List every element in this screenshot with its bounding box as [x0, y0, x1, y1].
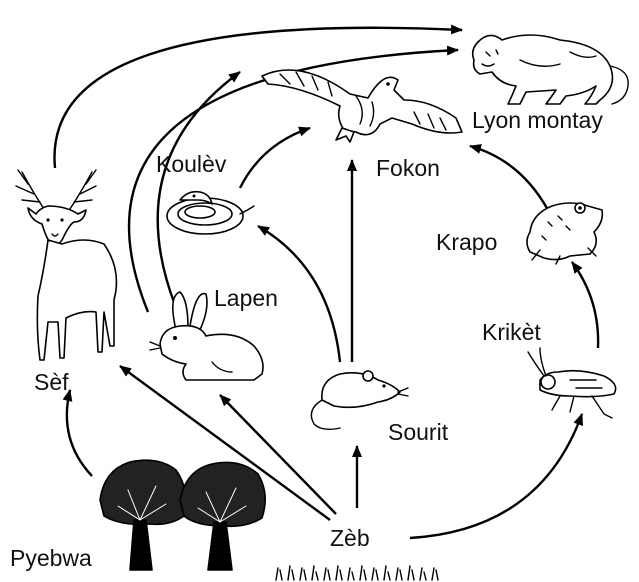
hawk-icon — [262, 70, 462, 142]
toad-icon — [527, 203, 602, 264]
label-koulev: Koulèv — [156, 151, 227, 177]
label-sef: Sèf — [34, 369, 69, 395]
label-fokon: Fokon — [376, 155, 440, 181]
grass-icon — [276, 566, 438, 580]
trees-icon — [100, 460, 265, 570]
label-pyebwa: Pyebwa — [10, 545, 92, 571]
arrow-lapen-to-fokon — [158, 72, 240, 305]
arrow-lapen-to-lyon — [129, 50, 458, 312]
snake-icon — [167, 192, 254, 234]
mountain-lion-icon — [473, 35, 629, 104]
label-lyon-montay: Lyon montay — [472, 107, 603, 133]
label-lapen: Lapen — [214, 285, 278, 311]
label-krapo: Krapo — [436, 229, 497, 255]
cricket-icon — [528, 348, 616, 418]
deer-icon — [16, 170, 116, 360]
label-sourit: Sourit — [388, 419, 449, 445]
arrow-koulev-to-fokon — [240, 128, 310, 188]
arrow-pyebwa-to-sef — [67, 390, 92, 476]
label-kriket: Krikèt — [482, 319, 541, 345]
arrow-krapo-to-fokon — [470, 146, 548, 210]
arrow-kriket-to-krapo — [572, 262, 598, 348]
label-zeb: Zèb — [330, 525, 370, 551]
